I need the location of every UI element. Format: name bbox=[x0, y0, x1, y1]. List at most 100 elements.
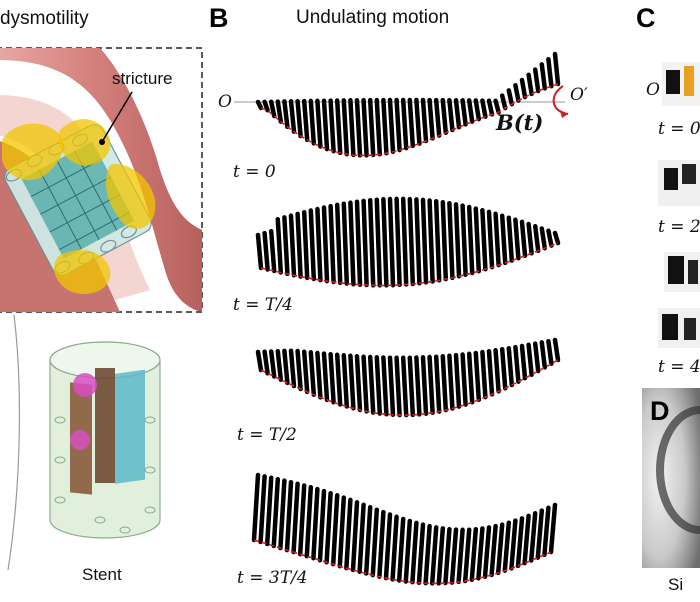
rod bbox=[348, 98, 356, 158]
rod bbox=[334, 202, 343, 286]
photo-strip-t3 bbox=[664, 252, 700, 292]
intestine-wall-upper bbox=[0, 48, 202, 312]
rod bbox=[383, 512, 393, 581]
rod bbox=[486, 98, 495, 117]
rod bbox=[367, 354, 376, 415]
rod bbox=[486, 209, 495, 270]
rod bbox=[387, 196, 396, 288]
time-label-1: t = T/4 bbox=[233, 295, 293, 315]
stricture-blob-right bbox=[105, 164, 156, 229]
rod bbox=[519, 343, 528, 381]
rod bbox=[301, 349, 310, 395]
rod bbox=[315, 98, 323, 149]
rod bbox=[268, 99, 277, 119]
envelope-curve bbox=[253, 539, 552, 585]
rod bbox=[381, 197, 389, 288]
rod bbox=[502, 520, 512, 573]
rod bbox=[394, 196, 402, 288]
rod bbox=[370, 507, 380, 578]
rod bbox=[377, 509, 386, 579]
rod bbox=[278, 478, 287, 551]
panel-b: B Undulating motion O O′ B(t) t = 0 t = … bbox=[209, 3, 588, 588]
rod bbox=[394, 97, 402, 153]
stricture-blob-top bbox=[58, 119, 111, 166]
photo-strip-t2 bbox=[658, 160, 700, 206]
rod bbox=[433, 97, 442, 138]
rod bbox=[486, 348, 495, 397]
rod bbox=[532, 67, 541, 94]
rod-array-t0 bbox=[255, 51, 561, 158]
rod bbox=[453, 352, 462, 409]
rod bbox=[328, 98, 336, 154]
rod bbox=[367, 97, 376, 158]
panel-c-letter: C bbox=[636, 3, 656, 33]
rod bbox=[262, 99, 270, 113]
rod bbox=[330, 493, 340, 567]
rod bbox=[262, 230, 270, 272]
rod bbox=[447, 97, 455, 133]
rod bbox=[469, 526, 479, 583]
time-label-2: t = T/2 bbox=[237, 425, 297, 445]
rod bbox=[381, 97, 389, 156]
rod bbox=[466, 98, 475, 124]
rod bbox=[414, 355, 422, 417]
rod bbox=[513, 82, 521, 103]
rod bbox=[282, 99, 290, 130]
rod bbox=[321, 351, 330, 403]
stricture-inset: stricture bbox=[0, 47, 203, 313]
rod bbox=[460, 203, 468, 277]
rod bbox=[297, 483, 307, 557]
rod bbox=[407, 196, 416, 287]
rod bbox=[420, 197, 429, 285]
rotation-arrowhead-icon bbox=[560, 110, 568, 118]
rod bbox=[515, 516, 525, 569]
rod bbox=[374, 197, 383, 288]
rod bbox=[354, 199, 363, 287]
rod bbox=[311, 486, 320, 561]
rod bbox=[539, 340, 548, 370]
field-label: B(t) bbox=[495, 110, 543, 135]
rod bbox=[440, 199, 449, 282]
rod bbox=[532, 223, 541, 254]
rod bbox=[506, 88, 515, 107]
rotation-arrow-icon bbox=[552, 85, 569, 115]
rod bbox=[453, 202, 462, 279]
rod bbox=[403, 518, 413, 584]
panel-c-time-label-1: t = 2 bbox=[658, 217, 700, 237]
rod bbox=[328, 351, 336, 405]
rod bbox=[264, 475, 274, 547]
rod bbox=[282, 215, 290, 277]
rod bbox=[423, 523, 432, 586]
rod bbox=[361, 97, 369, 158]
rod bbox=[542, 505, 551, 558]
stent-illustration: Stent bbox=[49, 341, 161, 584]
rod bbox=[447, 353, 455, 411]
stricture-pointer-dot bbox=[99, 139, 105, 145]
rod bbox=[506, 215, 515, 263]
stent-teal-panel bbox=[115, 369, 145, 484]
rod bbox=[354, 354, 363, 413]
rod bbox=[546, 228, 554, 248]
rod bbox=[447, 200, 455, 281]
rod bbox=[462, 527, 472, 584]
rod bbox=[480, 349, 488, 400]
rod bbox=[509, 518, 518, 571]
photo-strip-t4 bbox=[658, 308, 700, 348]
rod bbox=[321, 205, 330, 284]
rod bbox=[337, 495, 347, 569]
rod bbox=[400, 196, 409, 287]
rod bbox=[334, 352, 343, 407]
rod bbox=[268, 349, 277, 379]
rod bbox=[357, 502, 366, 575]
panel-d: D Si bbox=[642, 388, 700, 594]
rod bbox=[301, 98, 310, 143]
rod bbox=[258, 474, 267, 545]
rod bbox=[288, 348, 297, 389]
rod bbox=[255, 349, 264, 373]
rod bbox=[546, 56, 554, 89]
rod bbox=[526, 221, 534, 256]
rod bbox=[361, 198, 369, 288]
rod-array-t-half bbox=[255, 337, 561, 418]
time-label-3: t = 3T/4 bbox=[237, 568, 308, 588]
rod bbox=[341, 353, 350, 409]
